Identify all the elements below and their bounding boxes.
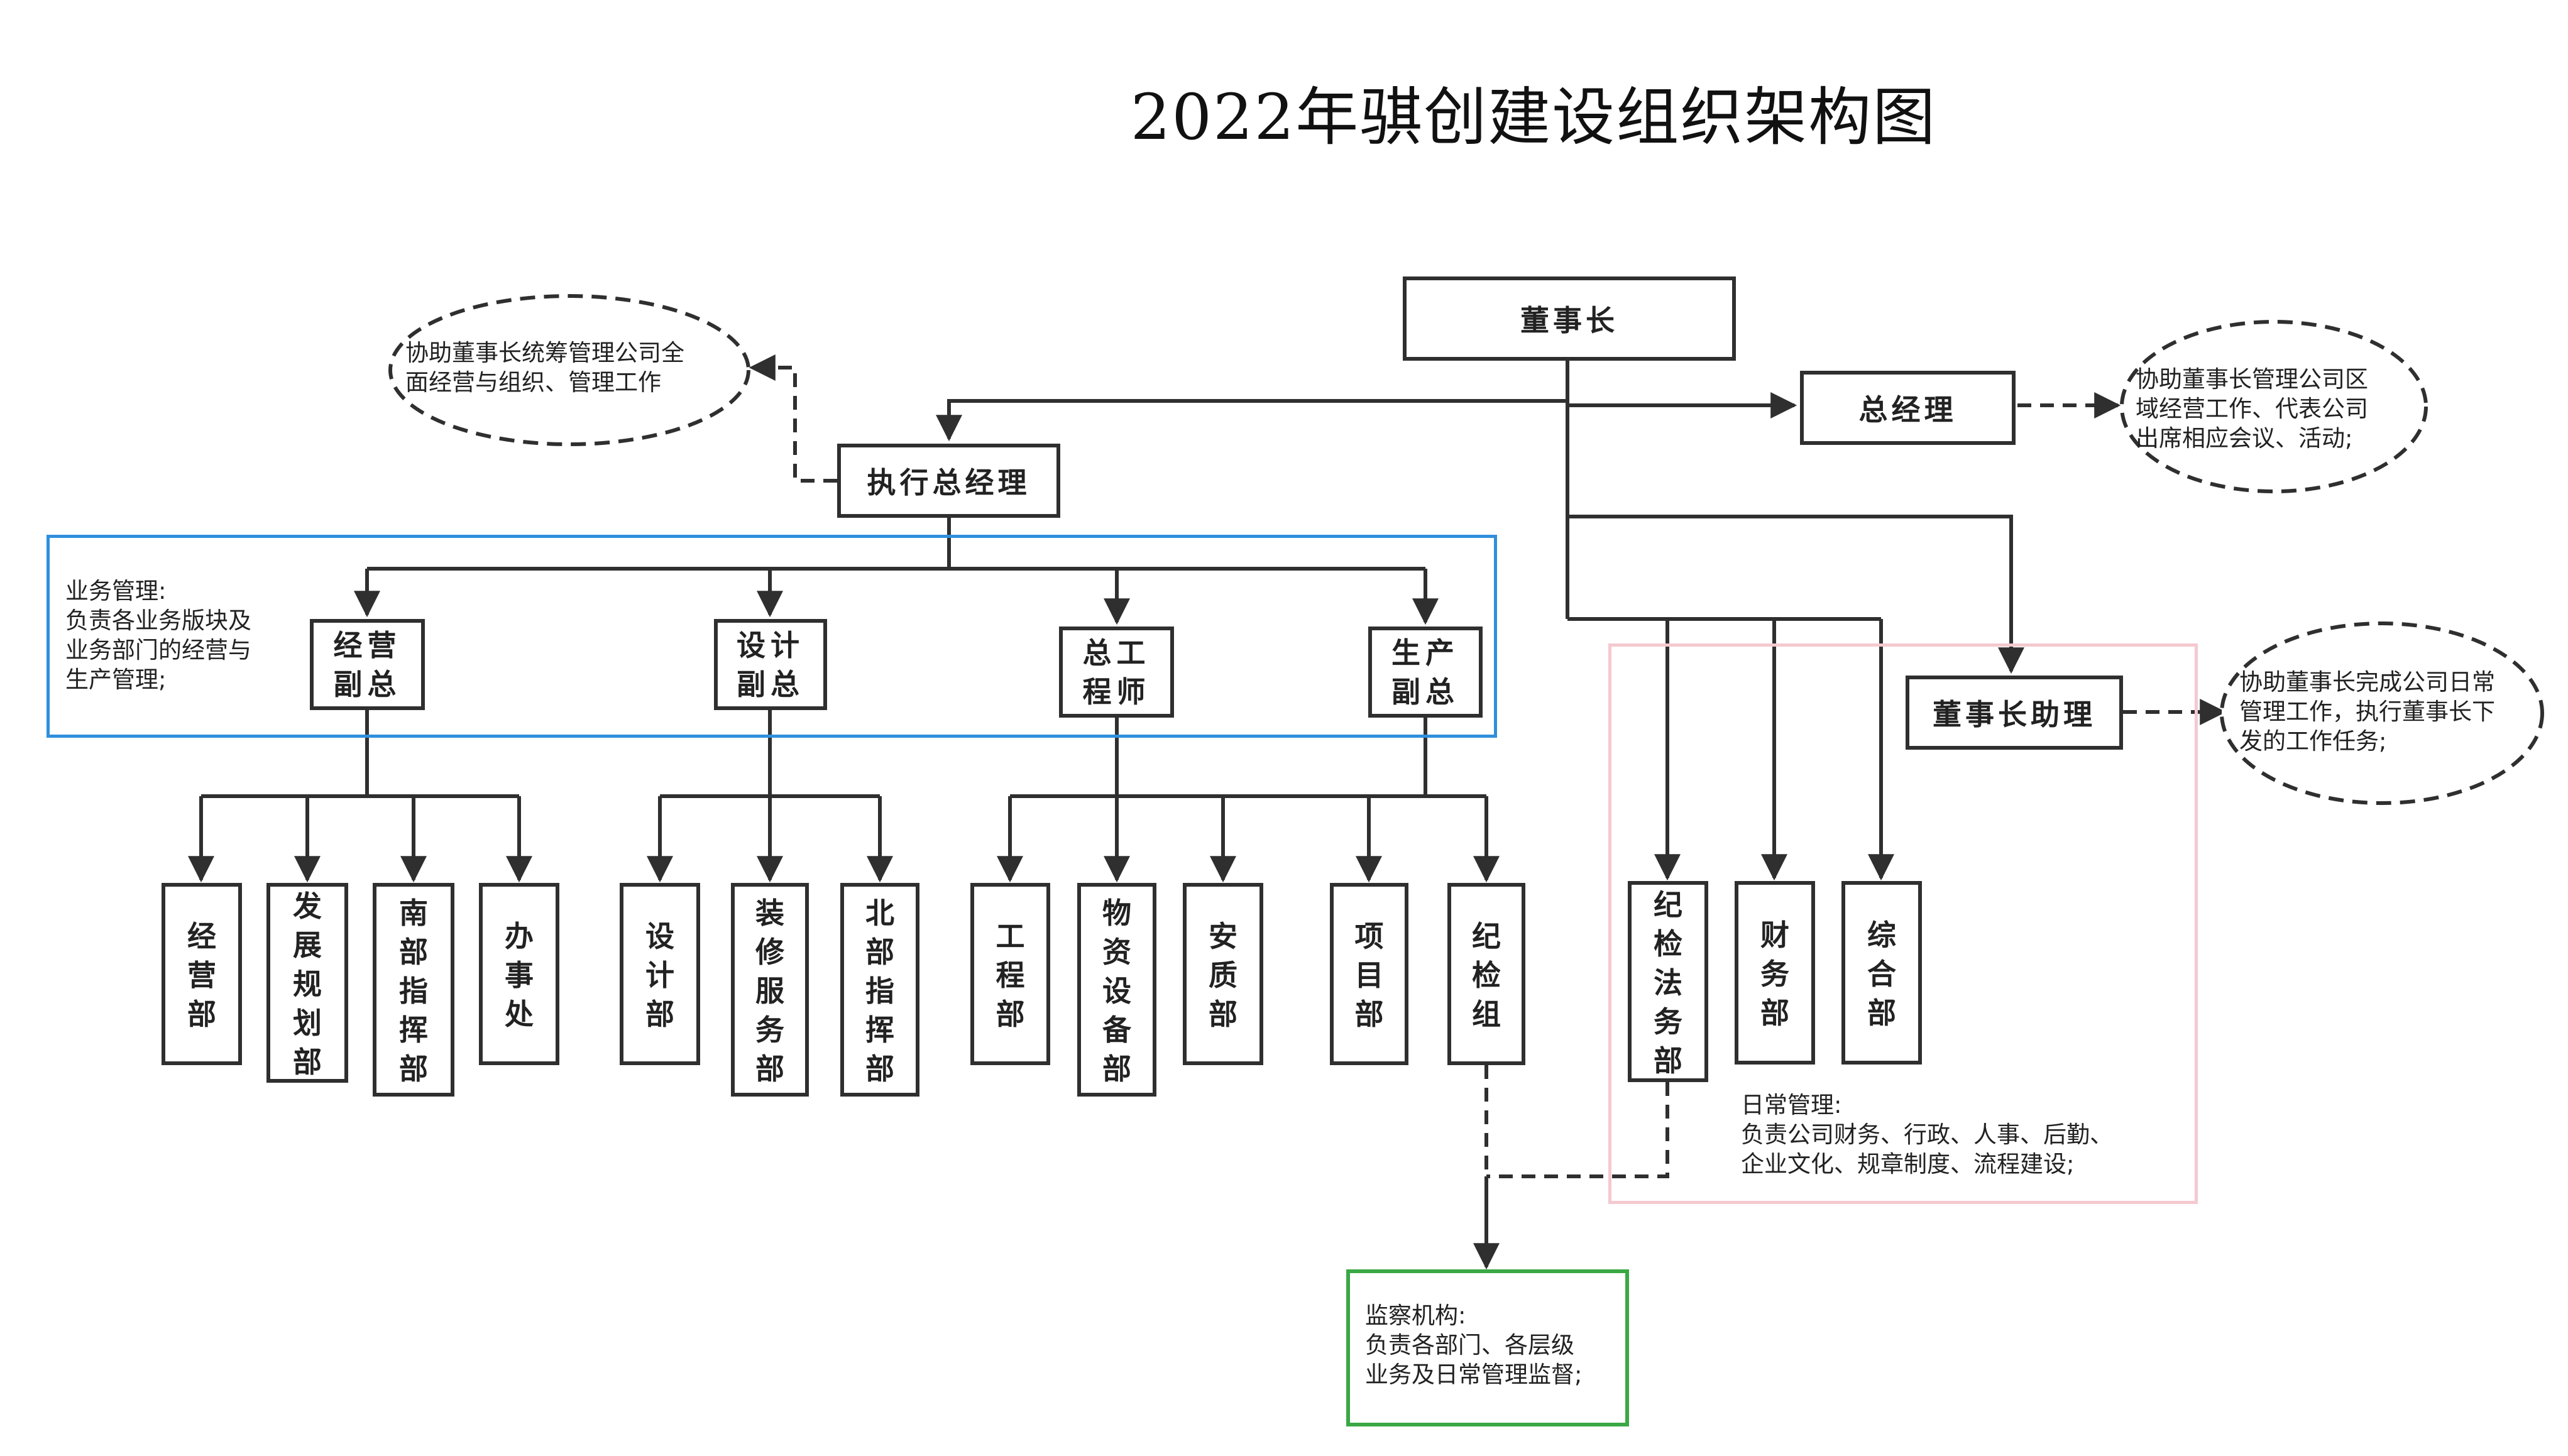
- assistant-note: 协助董事长完成公司日常 管理工作，执行董事长下 发的工作任务;: [2239, 669, 2495, 755]
- dept-safety-box: 安 质 部: [1183, 883, 1263, 1065]
- chief-engineer-box: 总工 程师: [1059, 627, 1174, 718]
- executive-gm-box: 执行总经理: [837, 444, 1060, 518]
- chairman-box: 董事长: [1403, 276, 1736, 361]
- dept-design-box: 设 计 部: [620, 883, 700, 1065]
- dept-decoration-box: 装 修 服 务 部: [731, 883, 809, 1097]
- note-ellipse-assistant: [2220, 621, 2544, 805]
- dash-executive-gm-note: [749, 354, 837, 483]
- edge-chairman-executive-gm: [936, 399, 1567, 442]
- note-ellipse-gm: [2120, 320, 2428, 493]
- general-manager-box: 总经理: [1800, 371, 2016, 445]
- dept-development-box: 发 展 规 划 部: [266, 883, 348, 1083]
- chart-title: 2022年骐创建设组织架构图: [1130, 80, 1937, 154]
- dept-south-command-box: 南 部 指 挥 部: [373, 883, 454, 1097]
- executive-gm-note: 协助董事长统筹管理公司全 面经营与组织、管理工作: [405, 339, 684, 396]
- dept-discipline-group-box: 纪 检 组: [1447, 883, 1525, 1065]
- supervision-note: 监察机构: 负责各部门、各层级 业务及日常管理监督;: [1365, 1302, 1583, 1388]
- note-ellipse-executive-gm: [388, 294, 750, 446]
- daily-management-note: 日常管理: 负责公司财务、行政、人事、后勤、 企业文化、规章制度、流程建设;: [1741, 1092, 2113, 1178]
- vp-production-box: 生产 副总: [1368, 627, 1483, 718]
- dept-general-box: 综 合 部: [1841, 881, 1922, 1065]
- general-manager-note: 协助董事长管理公司区 域经营工作、代表公司 出席相应会议、活动;: [2136, 366, 2368, 452]
- chairman-assistant-box: 董事长助理: [1906, 676, 2123, 750]
- dept-office-box: 办 事 处: [479, 883, 559, 1065]
- dept-operations-box: 经 营 部: [162, 883, 242, 1065]
- dept-finance-box: 财 务 部: [1735, 881, 1815, 1065]
- business-management-note: 业务管理: 负责各业务版块及 业务部门的经营与 生产管理;: [65, 577, 251, 693]
- business-management-frame: [47, 535, 1497, 738]
- daily-management-frame: [1608, 643, 2198, 1204]
- dash-discipline-legal-down: [1486, 1082, 1669, 1178]
- edge-chairman-assistant: [1567, 515, 2024, 674]
- dept-project-box: 项 目 部: [1330, 883, 1408, 1065]
- vp-operations-box: 经营 副总: [310, 619, 425, 710]
- dept-materials-box: 物 资 设 备 部: [1077, 883, 1156, 1097]
- dept-discipline-legal-box: 纪 检 法 务 部: [1628, 881, 1708, 1082]
- vp-design-box: 设计 副总: [714, 619, 827, 710]
- supervision-frame: [1346, 1269, 1629, 1426]
- dept-north-command-box: 北 部 指 挥 部: [840, 883, 919, 1097]
- dept-engineering-box: 工 程 部: [970, 883, 1050, 1065]
